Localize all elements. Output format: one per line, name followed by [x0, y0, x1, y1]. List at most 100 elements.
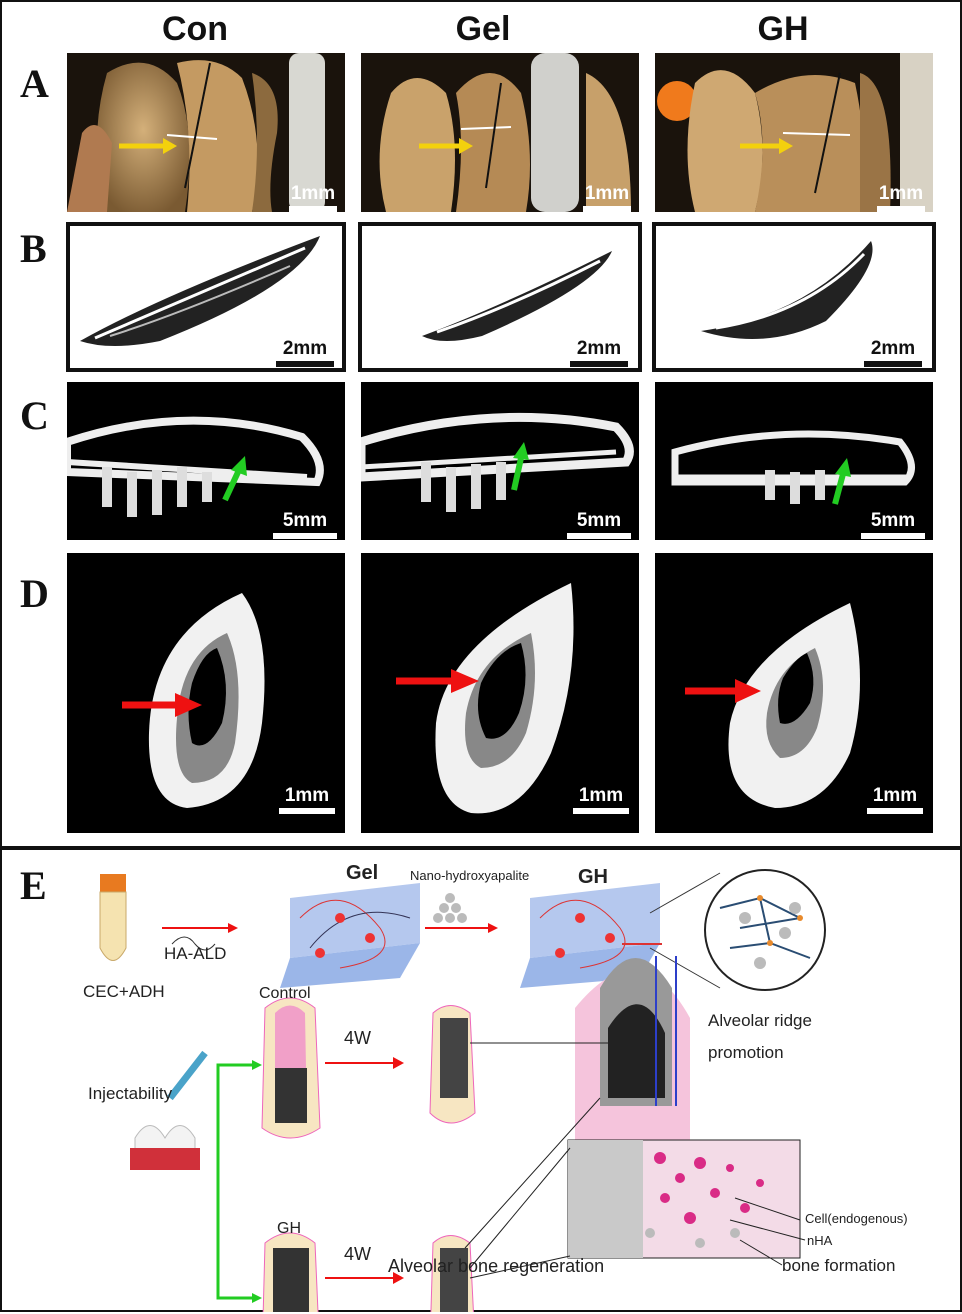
- panel-a-con: 1mm: [67, 53, 345, 212]
- scale-bar-b-gh: 2mm: [864, 338, 922, 367]
- green-arrow-head: [835, 458, 851, 477]
- yellow-arrow-head: [163, 138, 177, 154]
- red-time-arrow-bottom-head: [393, 1272, 404, 1284]
- row-label-a: A: [20, 61, 49, 106]
- bone-segment-image: [422, 251, 612, 341]
- red-arrow-head: [451, 669, 479, 693]
- ridge-label-line1: Alveolar ridge: [708, 1011, 812, 1030]
- green-branch-down-head: [252, 1293, 262, 1303]
- scale-bar-a-gel: 1mm: [583, 183, 631, 212]
- green-branch-up: [216, 1063, 255, 1193]
- black-double-arrow: [184, 62, 211, 189]
- column-header-gel: Gel: [455, 10, 511, 48]
- black-double-arrow: [814, 72, 841, 194]
- panel-a-gh: 1mm: [655, 53, 933, 212]
- tube-label: CEC+ADH: [83, 982, 165, 1001]
- gh-tooth-icon: [262, 1232, 319, 1312]
- scale-bar-label: 1mm: [284, 785, 330, 806]
- figure-frame-bottom: [0, 848, 962, 1312]
- legend-bone-label: bone formation: [782, 1256, 896, 1275]
- scale-bar-label: 1mm: [872, 785, 918, 806]
- gh-tooth-label: GH: [277, 1220, 301, 1237]
- panel-b-gel: 2mm: [358, 222, 642, 372]
- panel-c-gh: 5mm: [655, 382, 933, 540]
- result-tooth-top: [429, 1005, 476, 1124]
- bone-3d-image: [657, 53, 933, 212]
- control-tooth-icon: [261, 997, 321, 1139]
- green-arrow: [222, 468, 242, 502]
- arrow-overlay: [832, 458, 851, 505]
- ct-axial-image: [435, 583, 574, 814]
- gel-label: Gel: [346, 862, 379, 884]
- bone-3d-image: [379, 53, 631, 212]
- arrow-overlay: [511, 442, 529, 491]
- zoom-line-5: [469, 1147, 571, 1269]
- network-zoom-circle: [704, 869, 826, 991]
- row-label-d: D: [20, 571, 49, 616]
- legend-cell-label: Cell(endogenous): [805, 1211, 908, 1226]
- arrow-overlay: [119, 62, 218, 189]
- legend-line-bone: [739, 1239, 783, 1266]
- arrow-overlay: [740, 72, 851, 194]
- zoom-line-1: [649, 872, 721, 914]
- green-arrow: [511, 457, 524, 491]
- schematic-diagram: [99, 869, 826, 1312]
- white-double-arrow: [166, 134, 218, 140]
- ct-sagittal-image: [671, 430, 915, 504]
- scale-bar-label: 1mm: [290, 183, 336, 204]
- panel-b-gh: 2mm: [652, 222, 936, 372]
- arrow-overlay: [396, 669, 479, 693]
- time-label-bottom: 4W: [344, 1244, 371, 1264]
- green-branch-up-head: [252, 1060, 262, 1070]
- bone-segment-image: [701, 241, 873, 339]
- gh-label: GH: [578, 866, 608, 888]
- panel-d-gh: 1mm: [655, 553, 933, 833]
- row-label-c: C: [20, 393, 49, 438]
- scale-bar-c-con: 5mm: [273, 510, 337, 539]
- scale-bar-label: 1mm: [878, 183, 924, 204]
- scale-bar-d-gel: 1mm: [573, 785, 629, 814]
- zoom-line-4: [464, 1097, 601, 1249]
- bone-3d-image: [67, 53, 325, 212]
- black-double-arrow: [485, 82, 502, 189]
- green-arrow-head: [513, 442, 529, 460]
- arrow-overlay: [222, 456, 247, 502]
- ct-sagittal-image: [67, 416, 324, 517]
- red-arrow-head: [175, 693, 202, 717]
- regeneration-label: Alveolar bone regeneration: [388, 1256, 605, 1276]
- zoom-line-6: [469, 1255, 571, 1279]
- red-time-arrow-top-head: [393, 1057, 404, 1069]
- scale-bar-d-con: 1mm: [279, 785, 335, 814]
- scale-bar-label: 2mm: [870, 338, 916, 359]
- column-header-gh: GH: [757, 10, 809, 48]
- column-header-con: Con: [161, 10, 229, 48]
- panel-b-con: 2mm: [66, 222, 346, 372]
- scale-bar-label: 5mm: [282, 510, 328, 531]
- ha-ald-molecule: [171, 936, 216, 951]
- legend-line-nha: [729, 1219, 806, 1241]
- ct-axial-image: [728, 603, 860, 808]
- ridge-label-line2: promotion: [708, 1043, 784, 1062]
- arrow-overlay: [122, 693, 202, 717]
- zoom-line-2: [649, 947, 721, 989]
- ridge-zoom-image: [575, 943, 690, 1148]
- test-tube-icon: [99, 874, 127, 961]
- row-label-b: B: [20, 226, 47, 271]
- row-label-e: E: [20, 863, 47, 908]
- scale-bar-label: 5mm: [576, 510, 622, 531]
- yellow-arrow-head: [459, 138, 473, 154]
- result-tooth-bottom: [430, 1235, 474, 1312]
- orange-marker: [657, 81, 697, 121]
- ct-sagittal-image: [361, 412, 634, 512]
- scale-bar-c-gh: 5mm: [861, 510, 925, 539]
- scale-bar-a-con: 1mm: [289, 183, 337, 212]
- scale-bar-d-gh: 1mm: [867, 785, 923, 814]
- tooth-syringe-icon: [130, 1050, 208, 1170]
- yellow-arrow-head: [779, 138, 793, 154]
- panel-d-con: 1mm: [67, 553, 345, 833]
- scale-bar-label: 1mm: [578, 785, 624, 806]
- nano-particle-icon: [433, 893, 467, 923]
- scale-bar-label: 2mm: [282, 338, 328, 359]
- scale-bar-label: 2mm: [576, 338, 622, 359]
- injectability-label: Injectability: [88, 1084, 173, 1103]
